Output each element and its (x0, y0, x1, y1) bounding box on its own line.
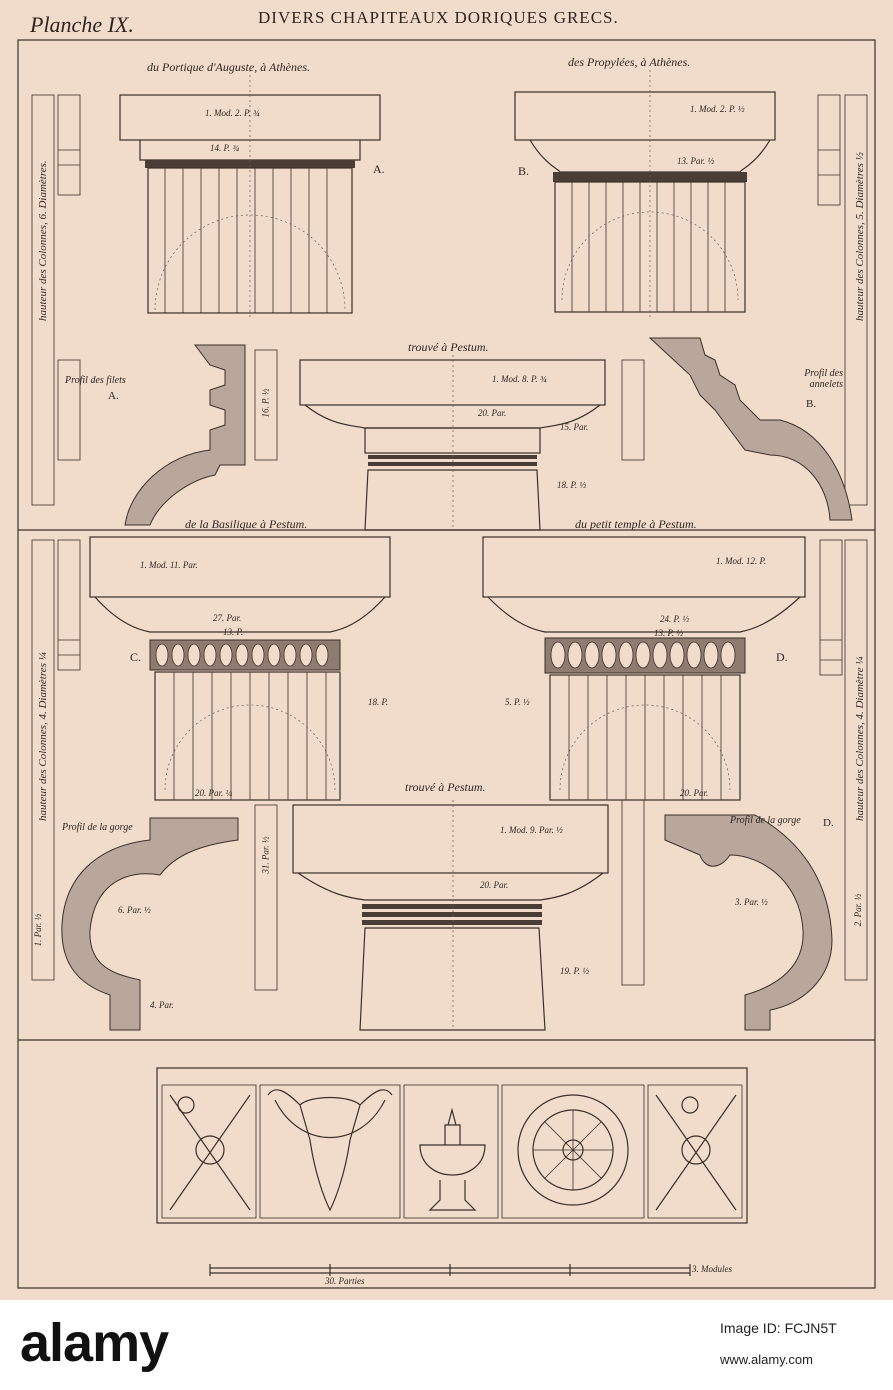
side-label-right-bottom: hauteur des Colonnes, 4. Diamètre ¼ (854, 656, 866, 821)
letter-b: B. (518, 164, 530, 178)
dim-rule-left: 16. P. ½ (260, 388, 271, 418)
side-label-left-top: hauteur des Colonnes, 6. Diamètres. (37, 160, 49, 321)
profile-filets (124, 344, 278, 526)
dim-c-bot: 20. Par. ¼ (195, 788, 233, 798)
scale-bar (209, 1264, 691, 1276)
left-scale-bottom (31, 539, 81, 981)
profile-annelets-label: Profil des annelets (804, 368, 843, 390)
profile-gorge-left-label: Profil de la gorge (62, 822, 133, 833)
dim-gorge-left-bot: 4. Par. (150, 1000, 174, 1010)
dim-a-top: 1. Mod. 2. P. ¾ (205, 108, 260, 118)
plate-title: DIVERS CHAPITEAUX DORIQUES GRECS. (258, 8, 619, 27)
left-scale-top (31, 94, 81, 506)
right-scale-bottom (819, 539, 868, 981)
frieze (156, 1067, 748, 1224)
section-c-title: de la Basilique à Pestum. (185, 517, 308, 531)
dim-gorge-left-mid: 6. Par. ½ (118, 905, 151, 915)
letter-d-profile: D. (823, 817, 834, 829)
section-d-title: du petit temple à Pestum. (575, 517, 697, 531)
right-scale-top (817, 94, 868, 506)
letter-c: C. (130, 650, 142, 664)
plate-drawing (17, 39, 876, 1289)
dim-d-mid2: 13. P. ½ (654, 628, 684, 638)
dim-d-top: 1. Mod. 12. P. (716, 556, 767, 566)
plate-number: Planche IX. (30, 12, 134, 37)
letter-a-profile: A. (108, 390, 119, 402)
image-id: Image ID: FCJN5T (720, 1320, 837, 1336)
dim-c-mid2: 13. P. (223, 627, 244, 637)
dim-d-side: 5. P. ½ (505, 697, 530, 707)
section-b-title: des Propylées, à Athènes. (568, 55, 691, 69)
side-label-left-bottom: hauteur des Colonnes, 4. Diamètres ¼ (37, 652, 49, 821)
capital-b (514, 70, 776, 320)
dim-p2-mid: 20. Par. (480, 880, 509, 890)
letter-d: D. (776, 650, 788, 664)
section-pestum2-title: trouvé à Pestum. (405, 780, 486, 794)
dim-a-mid: 14. P. ¾ (210, 143, 240, 153)
profile-filets-label: Profil des filets (65, 375, 126, 386)
capital-d (482, 536, 806, 801)
engraving-plate: Planche IX. DIVERS CHAPITEAUX DORIQUES G… (0, 0, 893, 1300)
scale-modules-label: 3. Modules (692, 1264, 732, 1274)
profile-gorge-left (61, 804, 278, 1031)
section-pestum1-title: trouvé à Pestum. (408, 340, 489, 354)
letter-a: A. (373, 162, 385, 176)
letter-b-profile: B. (806, 398, 817, 410)
dim-b-top: 1. Mod. 2. P. ½ (690, 104, 745, 114)
dim-p1-top: 1. Mod. 8. P. ¾ (492, 374, 547, 384)
profile-gorge-right (621, 799, 833, 1031)
section-a-title: du Portique d'Auguste, à Athènes. (147, 60, 310, 74)
plate-frame (17, 39, 876, 1289)
scale-parties-label: 30. Parties (325, 1276, 365, 1286)
alamy-logo: alamy (20, 1313, 169, 1373)
profile-gorge-right-label: Profil de la gorge (730, 815, 801, 826)
dim-c-mid: 27. Par. (213, 613, 242, 623)
dim-p1-bot: 18. P. ½ (557, 480, 587, 490)
side-label-right-top: hauteur des Colonnes, 5. Diamètres ½ (854, 152, 866, 321)
dim-rule-right: 1. Par. ½ (33, 913, 43, 947)
dim-p2-bot: 19. P. ½ (560, 966, 590, 976)
profile-annelets (621, 337, 853, 521)
dim-d-mid: 24. P. ½ (660, 614, 690, 624)
dim-c-side: 18. P. (368, 697, 389, 707)
dim-gorge-right-mid: 3. Par. ½ (735, 897, 768, 907)
watermark-footer (0, 1300, 893, 1390)
capital-c (89, 536, 391, 801)
dim-p1-mid2: 15. Par. (560, 422, 589, 432)
pestum-capital-1 (299, 355, 606, 531)
capital-a (119, 70, 381, 320)
pestum-capital-2 (292, 800, 609, 1031)
dim-rule-right2: 2. Par. ½ (853, 893, 863, 927)
dim-b-mid: 13. Par. ½ (677, 156, 715, 166)
dim-p2-top: 1. Mod. 9. Par. ½ (500, 825, 563, 835)
dim-p1-mid: 20. Par. (478, 408, 507, 418)
dim-rule-left2: 31. Par. ½ (260, 836, 271, 874)
dim-d-bot: 20. Par. (680, 788, 709, 798)
site-url: www.alamy.com (720, 1352, 813, 1367)
dim-c-top: 1. Mod. 11. Par. (140, 560, 198, 570)
